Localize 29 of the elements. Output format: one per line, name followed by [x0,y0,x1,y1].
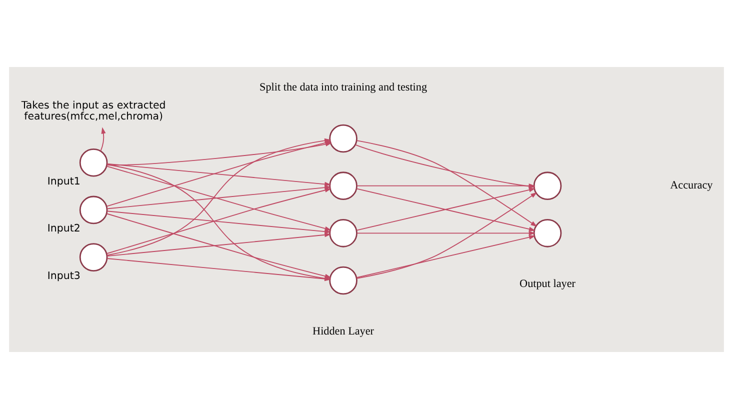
arrow [106,163,332,186]
node-circle [79,243,108,272]
arrow [356,184,536,188]
node-circle [79,148,108,177]
arrow [106,232,332,257]
node-circle [79,196,108,224]
arrow [106,210,332,234]
node-text: Takes the input as extracted features(mfcc,mel,chroma) [21,100,166,123]
node-circle [533,219,562,248]
node-circle [329,172,358,200]
node-label: Split the data into training and testing [260,81,428,94]
arrow [106,188,332,254]
arrow [356,140,538,227]
node-label: Input1 [47,176,80,188]
node-circle [329,266,358,295]
node-circle [533,172,562,200]
arrow [354,144,536,189]
arrow [106,213,332,278]
arrow [356,230,536,236]
label: Accuracy [670,180,713,192]
label: Hidden Layer [312,325,374,338]
arrow [356,192,538,279]
node-circle [329,219,358,248]
node-label: Input2 [47,224,80,235]
arrow [100,127,106,152]
node-circle [329,124,358,153]
node-label: Input3 [47,270,80,282]
label: Output layer [520,278,576,290]
arrow [356,235,536,278]
